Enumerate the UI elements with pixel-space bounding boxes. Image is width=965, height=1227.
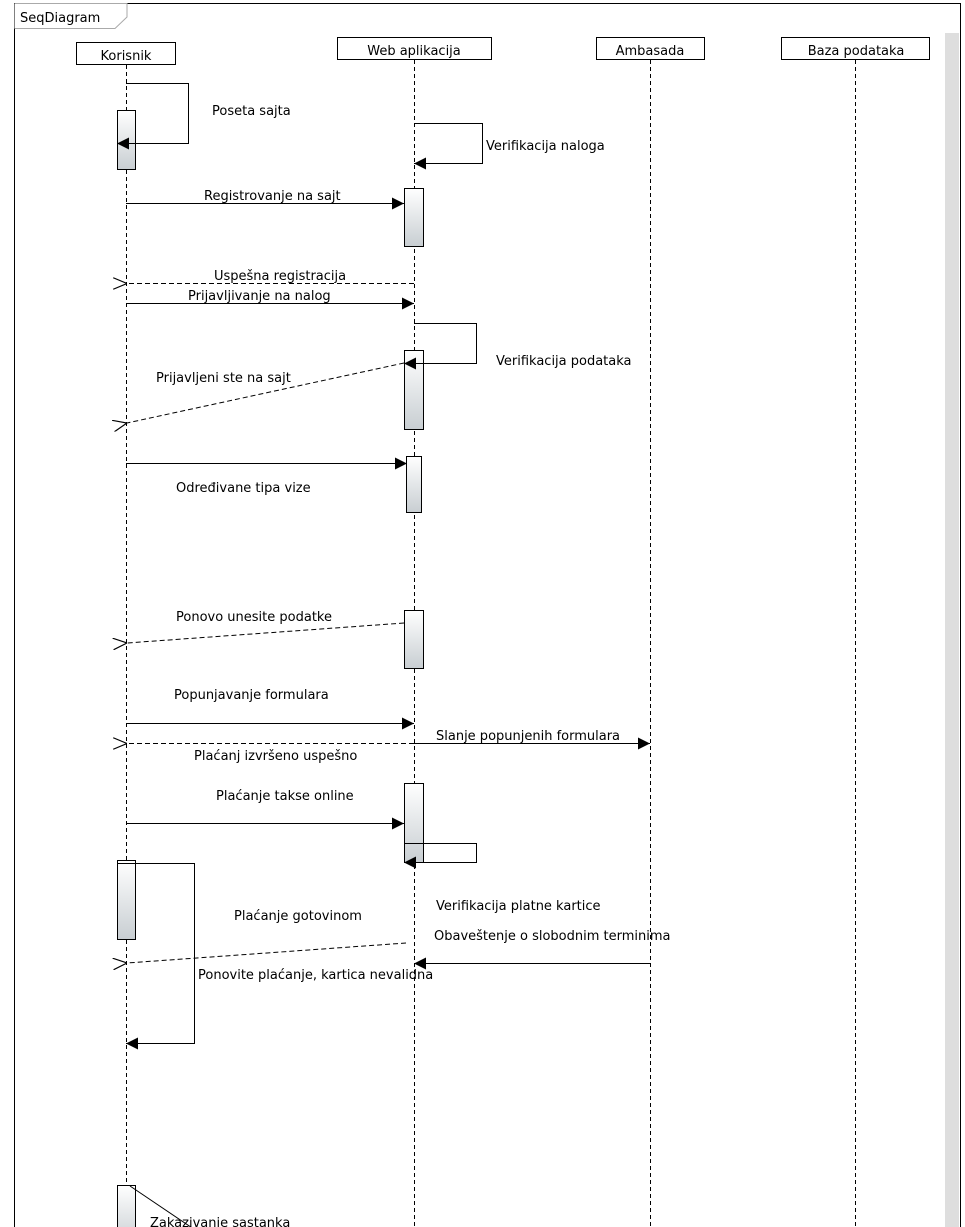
lifeline-ambasada: Ambasada	[596, 37, 705, 1227]
frame-title: SeqDiagram	[20, 11, 100, 26]
frame-title-tab	[14, 3, 128, 29]
message-label: Uspešna registracija	[214, 269, 346, 284]
lifeline-label-ambasada: Ambasada	[616, 44, 685, 59]
message-label: Verifikacija platne kartice	[436, 899, 601, 914]
message-odredjivanje-vize: Određivane tipa vize	[126, 457, 407, 496]
message-label: Plaćanje gotovinom	[234, 909, 362, 924]
activation-bar	[117, 110, 136, 170]
message-arrow	[414, 123, 483, 170]
message-arrow	[127, 622, 405, 643]
message-label: Plaćanj izvršeno uspešno	[194, 749, 357, 764]
message-arrow	[127, 942, 407, 963]
message-label: Plaćanje takse online	[216, 789, 354, 804]
message-verifikacija-naloga: Verifikacija naloga	[414, 123, 605, 170]
message-label: Slanje popunjenih formulara	[436, 729, 620, 744]
message-label: Prijavljeni ste na sajt	[156, 371, 291, 386]
message-label: Popunjavanje formulara	[174, 688, 329, 703]
message-registrovanje: Registrovanje na sajt	[126, 189, 404, 210]
message-arrow	[127, 362, 405, 423]
message-arrow	[404, 843, 477, 869]
lifeline-head-korisnik	[76, 42, 176, 65]
message-label: Ponovite plaćanje, kartica nevalidna	[198, 968, 433, 983]
message-arrow	[117, 83, 189, 150]
diagram-frame	[14, 3, 961, 1227]
message-placanje-takse: Plaćanje takse online	[126, 789, 404, 830]
activation-bar	[404, 610, 424, 669]
message-popunjavanje: Popunjavanje formulara	[126, 688, 414, 730]
lifeline-head-ambasada	[596, 37, 705, 60]
message-label: Zakazivanje sastanka	[150, 1216, 290, 1227]
lifeline-label-baza: Baza podataka	[808, 44, 905, 59]
activation-bar	[406, 456, 422, 513]
message-placanje-gotovinom: Plaćanje gotovinom	[117, 863, 362, 1050]
message-label: Verifikacija podataka	[496, 354, 632, 369]
message-arrow	[117, 863, 195, 1050]
message-ponovite-placanje: Ponovite plaćanje, kartica nevalidna	[127, 942, 433, 983]
lifeline-head-web	[337, 37, 492, 60]
message-placanje-uspesno: Plaćanj izvršeno uspešno	[127, 744, 414, 764]
activation-bar	[404, 188, 424, 247]
message-arrow	[129, 1185, 192, 1227]
message-arrow	[404, 323, 477, 370]
message-uspesna-registracija: Uspešna registracija	[127, 269, 414, 284]
lifeline-label-web: Web aplikacija	[367, 44, 461, 59]
message-label: Obaveštenje o slobodnim terminima	[434, 929, 671, 944]
message-prijavljeni: Prijavljeni ste na sajt	[127, 362, 405, 423]
message-verifikacija-podataka: Verifikacija podataka	[404, 323, 632, 370]
message-poseta-sajta: Poseta sajta	[117, 83, 291, 150]
message-slanje-formulara: Slanje popunjenih formulara	[414, 729, 650, 750]
activation-bar	[117, 1185, 136, 1227]
lifeline-head-baza	[781, 37, 930, 60]
scrollbar-track[interactable]	[945, 33, 959, 1227]
message-zakazivanje: Zakazivanje sastanka	[129, 1185, 290, 1227]
message-label: Registrovanje na sajt	[204, 189, 341, 204]
lifeline-baza: Baza podataka	[781, 37, 930, 1227]
message-prijavljivanje: Prijavljivanje na nalog	[126, 289, 414, 310]
message-label: Verifikacija naloga	[486, 139, 605, 154]
message-label: Poseta sajta	[212, 104, 291, 119]
activation-bar	[404, 350, 424, 430]
message-ponovo-unesite: Ponovo unesite podatke	[127, 610, 405, 643]
message-label: Određivane tipa vize	[176, 481, 311, 496]
message-verifikacija-kartice: Verifikacija platne kartice	[404, 843, 601, 914]
message-obavestenje: Obaveštenje o slobodnim terminima	[414, 929, 671, 970]
activation-bar	[404, 783, 424, 863]
lifeline-label-korisnik: Korisnik	[101, 49, 152, 64]
message-label: Ponovo unesite podatke	[176, 610, 332, 625]
activation-bar	[117, 860, 136, 940]
message-label: Prijavljivanje na nalog	[188, 289, 331, 304]
